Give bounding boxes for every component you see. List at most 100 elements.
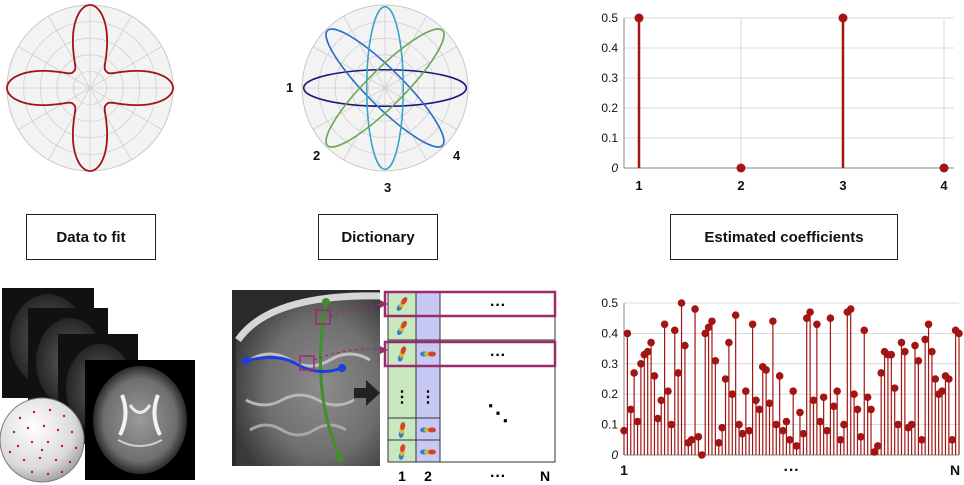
arrow-icon — [354, 380, 380, 406]
stem-marker — [945, 375, 953, 383]
green-tract — [318, 301, 342, 459]
stem-marker — [660, 320, 669, 329]
stem-marker — [711, 356, 720, 365]
stem-marker — [664, 387, 672, 395]
stem-marker — [928, 347, 936, 356]
stem-marker — [838, 13, 848, 23]
stem-marker — [819, 393, 828, 402]
stem-marker — [626, 405, 635, 414]
stem-marker — [836, 436, 845, 444]
x-mid-label: ··· — [784, 462, 800, 479]
stem-marker — [948, 436, 957, 444]
fiber-glyph — [397, 320, 407, 336]
fiber-glyph — [420, 449, 436, 455]
matrix-col-label-n: N — [540, 468, 550, 484]
stem-marker — [674, 369, 682, 377]
stem-marker — [816, 417, 825, 426]
stem-marker — [931, 375, 940, 383]
stem-marker — [955, 329, 963, 338]
stem-marker — [772, 420, 781, 429]
stem-marker — [833, 387, 841, 395]
stem-marker — [637, 360, 645, 368]
stem-marker — [924, 320, 933, 329]
stem-marker — [789, 387, 797, 395]
fiber-glyph — [398, 422, 406, 438]
stem-marker — [799, 429, 808, 438]
stem-marker — [738, 429, 747, 438]
stem-marker — [725, 338, 733, 347]
stem-marker — [897, 338, 906, 347]
stem-marker — [782, 417, 791, 426]
stem-marker — [829, 402, 838, 411]
y-tick-label: 0.5 — [601, 296, 618, 310]
stem-marker — [901, 347, 909, 356]
stem-marker — [921, 335, 929, 344]
matrix-column-2 — [415, 291, 441, 463]
x-end-label: N — [950, 462, 960, 478]
matrix-col-label-dots: ··· — [490, 468, 506, 485]
dictionary-number-2: 2 — [313, 148, 321, 163]
stem-marker — [762, 366, 770, 374]
fiber-glyph — [420, 351, 436, 357]
stem-marker — [907, 420, 916, 429]
matrix-col1-vdots: ⋮ — [394, 389, 410, 406]
stem-marker — [806, 308, 814, 316]
stem-marker — [938, 387, 946, 395]
stem-marker — [650, 372, 659, 380]
stem-marker — [647, 338, 655, 347]
x-start-label: 1 — [620, 462, 628, 478]
stem-marker — [742, 387, 750, 395]
stem-marker — [755, 405, 764, 414]
dictionary-number-4: 4 — [453, 148, 461, 163]
data-to-fit-label: Data to fit — [26, 214, 156, 260]
stem-marker — [728, 390, 737, 398]
stem-marker — [681, 341, 689, 350]
gradient-direction-sphere — [0, 397, 85, 483]
stem-marker — [939, 163, 949, 173]
matrix-col2-vdots: ⋮ — [420, 389, 436, 406]
y-tick-label: 0.4 — [601, 41, 618, 55]
stem-marker — [630, 369, 638, 377]
stem-marker — [721, 375, 730, 383]
fiber-glyph — [420, 427, 436, 433]
stem-marker — [802, 314, 811, 322]
y-tick-label: 0.4 — [601, 326, 618, 340]
x-tick-label: 3 — [839, 178, 846, 193]
matrix-ddots: ⋱ — [487, 400, 509, 425]
stem-marker — [894, 420, 902, 429]
stem-marker — [826, 314, 835, 322]
dictionary-element-2 — [325, 28, 445, 148]
stem-marker — [917, 436, 926, 444]
stem-marker — [786, 436, 794, 444]
stem-marker — [714, 439, 723, 447]
stem-marker — [914, 356, 923, 365]
matrix-col-label-2: 2 — [424, 468, 432, 484]
estimated-coefficients-label: Estimated coefficients — [670, 214, 898, 260]
x-tick-label: 4 — [940, 178, 948, 193]
dictionary-element-4 — [325, 28, 445, 148]
stem-marker — [860, 326, 869, 335]
stem-marker — [620, 426, 628, 435]
stem-marker — [887, 350, 896, 359]
stem-marker — [911, 341, 919, 350]
stem-marker — [677, 299, 686, 307]
stem-marker — [687, 436, 696, 444]
stem-marker — [694, 432, 703, 441]
fiber-glyph — [398, 444, 406, 460]
y-tick-label: 0.1 — [601, 418, 618, 432]
y-tick-label: 0 — [611, 448, 618, 462]
stem-marker — [850, 390, 858, 398]
tractography-dictionary-panel: ··· ··· ⋮ ⋮ ⋱ 1 2 ··· N — [232, 290, 557, 485]
y-tick-label: 0.1 — [601, 131, 618, 145]
stem-marker — [877, 369, 885, 377]
fiber-glyph — [396, 297, 408, 311]
stem-marker — [670, 326, 679, 335]
matrix-row-highlight-2 — [383, 340, 557, 368]
stem-marker — [752, 396, 760, 405]
stem-marker — [701, 329, 710, 338]
voxel-box-2 — [299, 355, 315, 371]
stem-marker — [840, 420, 848, 429]
stem-marker — [736, 163, 746, 173]
stem-marker — [792, 442, 801, 450]
